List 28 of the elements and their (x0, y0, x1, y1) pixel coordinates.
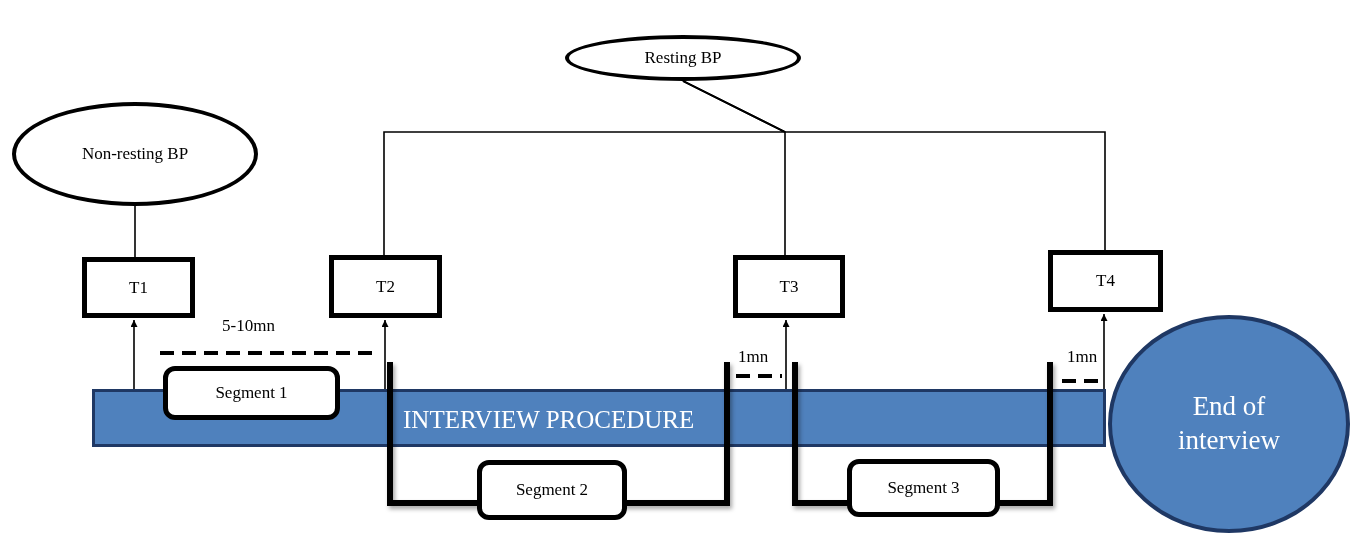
band-title: INTERVIEW PROCEDURE (403, 405, 695, 436)
node-label: Segment 1 (215, 382, 288, 404)
segment-box (847, 459, 1000, 517)
node-label: T2 (376, 275, 395, 298)
arrow (782, 319, 790, 390)
time-point-box (82, 257, 195, 318)
time-point-box (733, 255, 845, 318)
node-label: Segment 3 (887, 477, 960, 499)
connector-line (134, 205, 136, 258)
node-label: T1 (129, 276, 148, 299)
time-point-box (329, 255, 442, 318)
node-label: Resting BP (644, 47, 722, 69)
node-label: Non-resting BP (81, 143, 189, 165)
segment-box (163, 366, 340, 420)
end-circle (1108, 315, 1350, 533)
time-point-box (1048, 250, 1163, 312)
duration-label: 1mn (1067, 347, 1098, 367)
segment-box (477, 460, 627, 520)
arrow (381, 319, 389, 390)
arrow (1100, 313, 1108, 390)
node-label: End of interview (1177, 390, 1281, 457)
connector-line (682, 80, 1106, 251)
node-label: T4 (1096, 270, 1115, 292)
arrow (130, 319, 138, 390)
duration-label: 5-10mn (222, 316, 275, 336)
node-label: Segment 2 (515, 479, 589, 501)
node-label: T3 (779, 275, 799, 298)
duration-label: 1mn (738, 347, 769, 367)
